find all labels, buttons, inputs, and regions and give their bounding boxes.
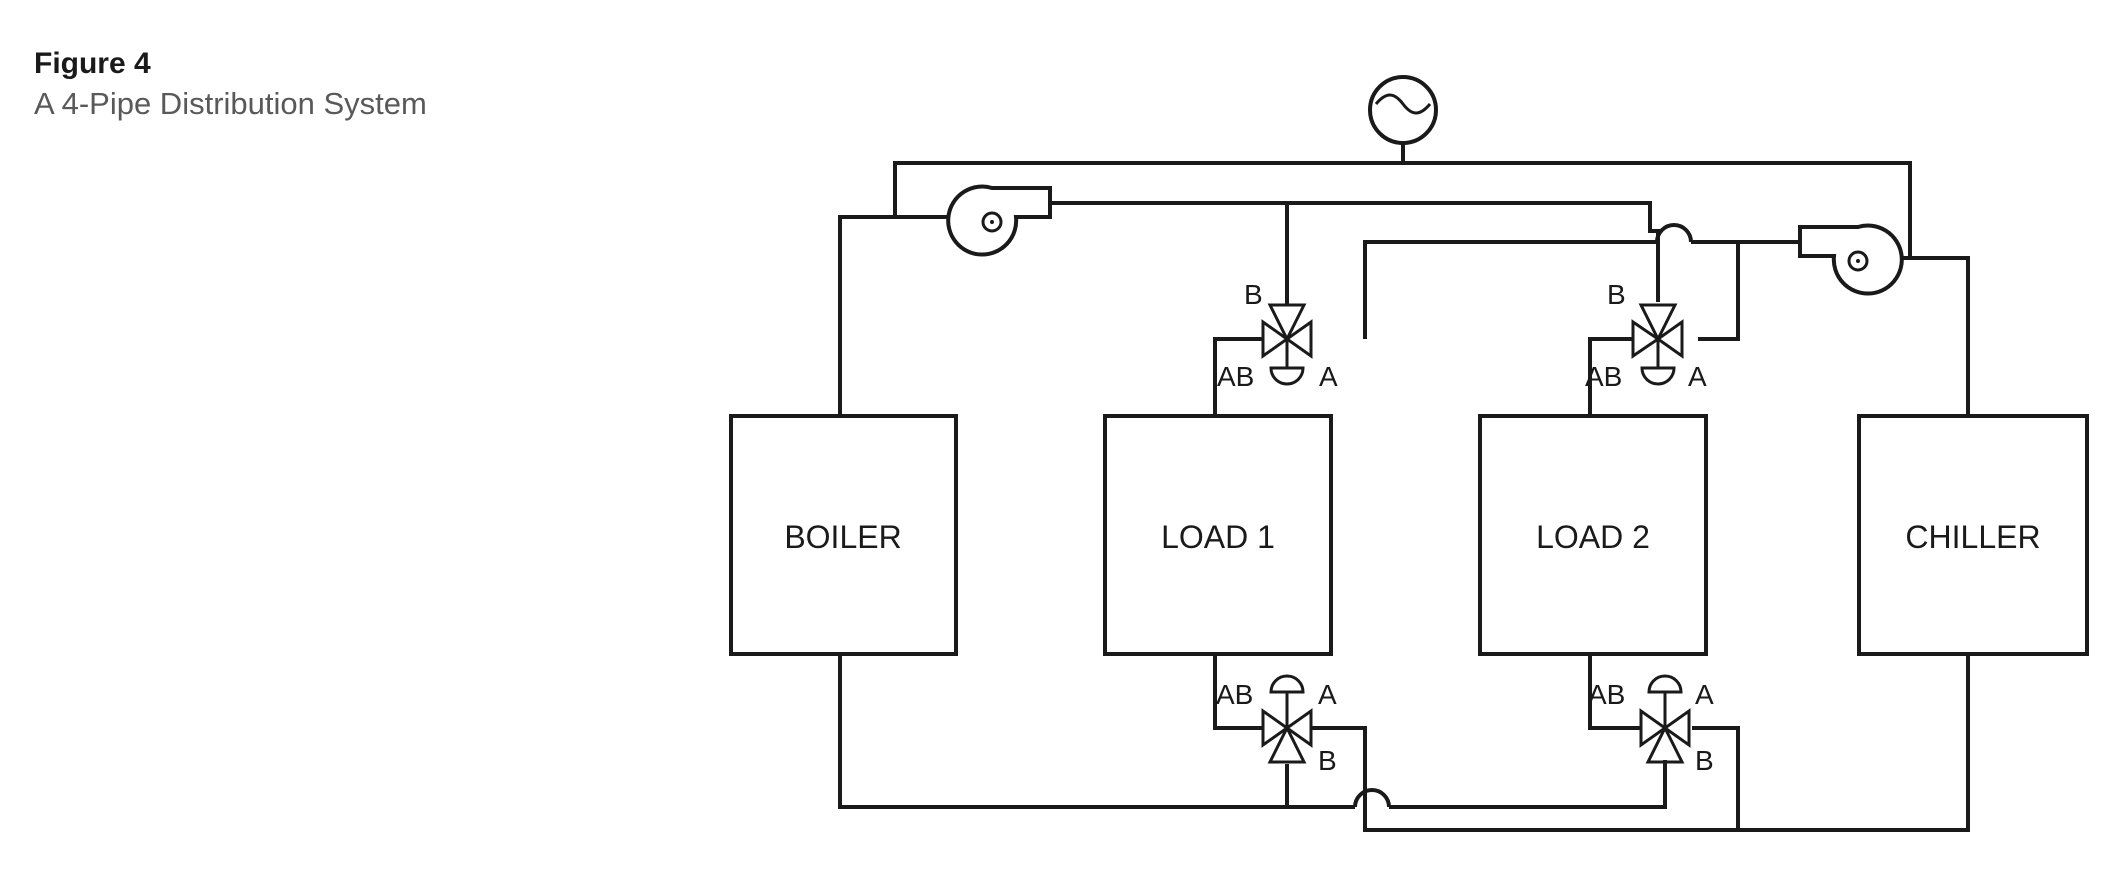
chilled-return-header — [1311, 654, 1970, 832]
return-piping — [838, 654, 1970, 832]
boiler-return-pipe — [838, 654, 1355, 809]
pipe-crossover-top — [1655, 223, 1693, 243]
three-way-valve-load2-supply-icon: B AB A — [1585, 279, 1707, 392]
port-label-b: B — [1607, 279, 1626, 310]
load1-return-link — [1213, 654, 1263, 730]
port-label-b: B — [1318, 745, 1337, 776]
chiller-box — [1857, 414, 2089, 656]
hot-return-header — [1389, 760, 1667, 809]
port-label-a: A — [1318, 679, 1337, 710]
load-1: LOAD 1 — [1103, 414, 1333, 656]
load1-supply-link — [1213, 337, 1263, 416]
boiler-supply-pipe — [838, 215, 955, 416]
chilled-return-load2 — [1692, 726, 1740, 830]
port-label-ab: AB — [1585, 361, 1622, 392]
port-label-a: A — [1319, 361, 1338, 392]
three-way-valve-load1-return-icon: AB A B — [1216, 674, 1337, 776]
valve-actuator-icon — [1640, 366, 1676, 386]
chilled-supply-header — [1363, 240, 1657, 339]
chilled-branch-load2 — [1698, 242, 1740, 341]
pipe-crossover-bottom — [1353, 788, 1391, 808]
load2-label: LOAD 2 — [1536, 519, 1650, 555]
load2-box — [1478, 414, 1708, 656]
supply-piping — [838, 138, 1970, 416]
port-label-ab: AB — [1217, 361, 1254, 392]
load-connections — [1213, 337, 1641, 730]
hot-water-pump-icon — [946, 184, 1052, 257]
valve-actuator-icon — [1269, 674, 1305, 694]
load1-label: LOAD 1 — [1161, 519, 1275, 555]
chiller-label: CHILLER — [1905, 519, 2040, 555]
port-label-a: A — [1688, 361, 1707, 392]
three-way-valve-load2-return-icon: AB A B — [1588, 674, 1714, 776]
valve-actuator-icon — [1647, 674, 1683, 694]
port-label-b: B — [1244, 279, 1263, 310]
load-2: LOAD 2 — [1478, 414, 1708, 656]
boiler-box — [729, 414, 958, 656]
chiller: CHILLER — [1857, 414, 2089, 656]
load2-return-link — [1588, 654, 1641, 730]
three-way-valve-load1-supply-icon: B AB A — [1217, 279, 1338, 392]
figure-caption: Figure 4 A 4-Pipe Distribution System — [34, 44, 427, 124]
figure-label: Figure 4 — [34, 47, 151, 80]
chiller-supply-pipe — [1890, 256, 1970, 416]
chilled-water-pump-icon — [1798, 223, 1904, 296]
port-label-a: A — [1695, 679, 1714, 710]
port-label-ab: AB — [1588, 679, 1625, 710]
boiler: BOILER — [729, 414, 958, 656]
expansion-tank-icon — [1368, 75, 1438, 145]
load2-supply-link — [1588, 337, 1633, 416]
valve-actuator-icon — [1269, 366, 1305, 386]
boiler-label: BOILER — [784, 519, 901, 555]
figure-title: A 4-Pipe Distribution System — [34, 86, 427, 121]
load1-box — [1103, 414, 1333, 656]
hot-supply-header — [1050, 201, 1660, 302]
port-label-b: B — [1695, 745, 1714, 776]
port-label-ab: AB — [1216, 679, 1253, 710]
